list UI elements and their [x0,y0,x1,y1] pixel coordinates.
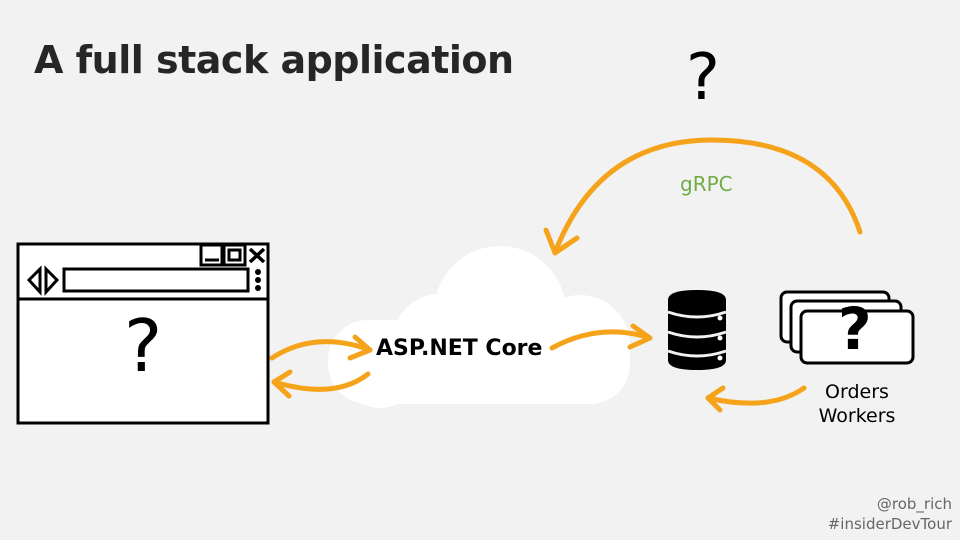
maximize-icon [222,243,247,267]
database-icon [667,290,727,370]
workers-label-line2: Workers [818,405,896,427]
workers-to-database-arrow [705,385,807,413]
event-hashtag: #insiderDevTour [827,515,952,533]
grpc-arrow [543,137,863,256]
footer: @rob_rich #insiderDevTour [828,494,952,534]
grpc-label: gRPC [680,172,733,196]
minimize-icon [199,243,224,267]
close-icon [248,247,266,264]
server-to-browser-arrow [271,369,371,399]
cloud-shape [328,246,630,408]
workers-label: Orders Workers [812,380,902,428]
browser-to-server-arrow [269,334,373,361]
server-label: ASP.NET Core [376,336,543,361]
workers-label-line1: Orders [825,381,889,403]
unknown-client-marker: ? [686,41,720,115]
address-bar [62,267,250,293]
back-forward-icon [26,265,60,296]
slide-title: A full stack application [34,38,514,82]
browser-unknown-marker: ? [124,304,163,388]
workers-unknown-marker: ? [838,295,872,363]
more-icon [255,269,261,291]
workers-stack-icon [779,290,915,365]
browser-window-icon [16,242,270,425]
server-to-database-arrow [549,323,653,351]
author-handle: @rob_rich [876,495,952,513]
